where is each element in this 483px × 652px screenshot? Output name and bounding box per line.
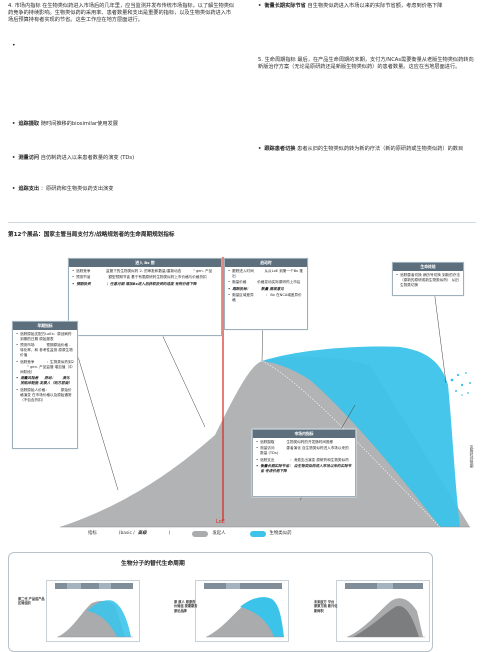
legend-basic-close: ) bbox=[168, 531, 171, 537]
box-in-market: 市场内指标 •追踪摄取 生物类似药的开发随时间推移 •测量访问 患者演化 自生物… bbox=[252, 429, 356, 497]
biosimilar-area bbox=[262, 346, 460, 527]
legend-basic-open: (basic / bbox=[118, 531, 135, 537]
box-end-of-life: 生命终结 •追踪患者切换 病历号切换 到新的疗法（原新的原研或新生物类似药） 从… bbox=[392, 262, 464, 296]
biosimilar-splash bbox=[450, 372, 471, 396]
paragraph-in-market: 4. 市场内指标 在生物类似药进入市场后的几年里，应当监测并发布传统市场指标，以… bbox=[8, 3, 235, 24]
box-header: 启动时 bbox=[225, 259, 307, 267]
bullet-track-uptake: • 追踪摄取 随时间推移的biosimilar使用发展 bbox=[12, 121, 118, 127]
box-at-launch: 启动时 •跟踪进入时间 从从LoE 到第一个Bx 推出 •衡量价格 价格变动实际… bbox=[224, 258, 308, 330]
bullet-track-switching: • 跟踪患者切换 患者从旧的生物类似药转为新的疗法（新的原研药或生物类似药）的数… bbox=[258, 146, 464, 152]
box-header: 市场内指标 bbox=[253, 430, 355, 438]
paragraph-lifecycle: 5. 生命周期指标 最后，在产品生命周期的末期，支付方/NCAs需要衡量从老版生… bbox=[258, 57, 474, 71]
box-header: 进入 Bx 前 bbox=[69, 259, 221, 267]
lifecycle-title: 生物分子的替代生命周期 bbox=[121, 561, 185, 567]
bullet-measure-access: • 测量访问 自仿制药进入以来患者数量的演变 (TDs) bbox=[12, 155, 135, 161]
bullet-long-term-savings: • 衡量长期实际节省 自生物类似药进入市场以来的实际节省额，考虑到价格下降 bbox=[258, 3, 443, 9]
legend-biosimilar: 生物类似药 bbox=[269, 531, 292, 537]
mini-chart-2 bbox=[195, 580, 289, 642]
mini-chart-1 bbox=[46, 580, 140, 642]
legend: 指标 (basic / 高级 ) 发起人 生物类似药 bbox=[88, 531, 291, 537]
box-header: 早期指标 bbox=[13, 322, 77, 330]
legend-swatch-biosimilar bbox=[249, 531, 266, 537]
left-column: 4. 市场内指标 在生物类似药进入市场后的几年里，应当监测并发布传统市场指标，以… bbox=[8, 3, 236, 24]
bullet-track-spend: • 追踪支出 ：原研药和生物类似药支出演变 bbox=[12, 186, 114, 192]
left-bullet-dot: • bbox=[12, 42, 16, 49]
legend-advanced: 高级 bbox=[137, 531, 147, 537]
figure-title: 第12个展品：国家主管当局支付方/战略规划者的生命周期规划指标 bbox=[8, 232, 175, 238]
mini-chart-3 bbox=[336, 580, 430, 642]
mini-label-2: 原 原人 原原药 价局组 按期期务 原论品牌 bbox=[174, 600, 198, 613]
loe-label: LoE bbox=[216, 519, 225, 525]
mini-label-3: 未来医方 平台 原原方面 新兴化 新网积 bbox=[314, 600, 338, 613]
biosimilar-dashed-edge bbox=[261, 360, 441, 528]
axis-label: 克服时间限期 bbox=[470, 445, 475, 468]
legend-prefix: 指标 bbox=[88, 531, 97, 537]
right-column: • 衡量长期实际节省 自生物类似药进入市场以来的实际节省额，考虑到价格下降 bbox=[258, 3, 476, 10]
box-header: 生命终结 bbox=[393, 263, 463, 271]
legend-swatch-originator bbox=[192, 531, 209, 537]
mini-label-1: 原二代 产品成产品 区局组织 bbox=[18, 597, 45, 606]
box-early-indicators: 早期指标 •追踪原始支配方LoEs：原创刷药到期的日期 原始报表 •预测市场 预… bbox=[12, 321, 78, 449]
legend-originator: 发起人 bbox=[212, 531, 226, 537]
section-divider bbox=[8, 222, 476, 223]
box-before-entry: 进入 Bx 前 •追踪竞争 监管下的生物类似药 2. 的审批和数量/重新动态 "… bbox=[68, 258, 222, 336]
